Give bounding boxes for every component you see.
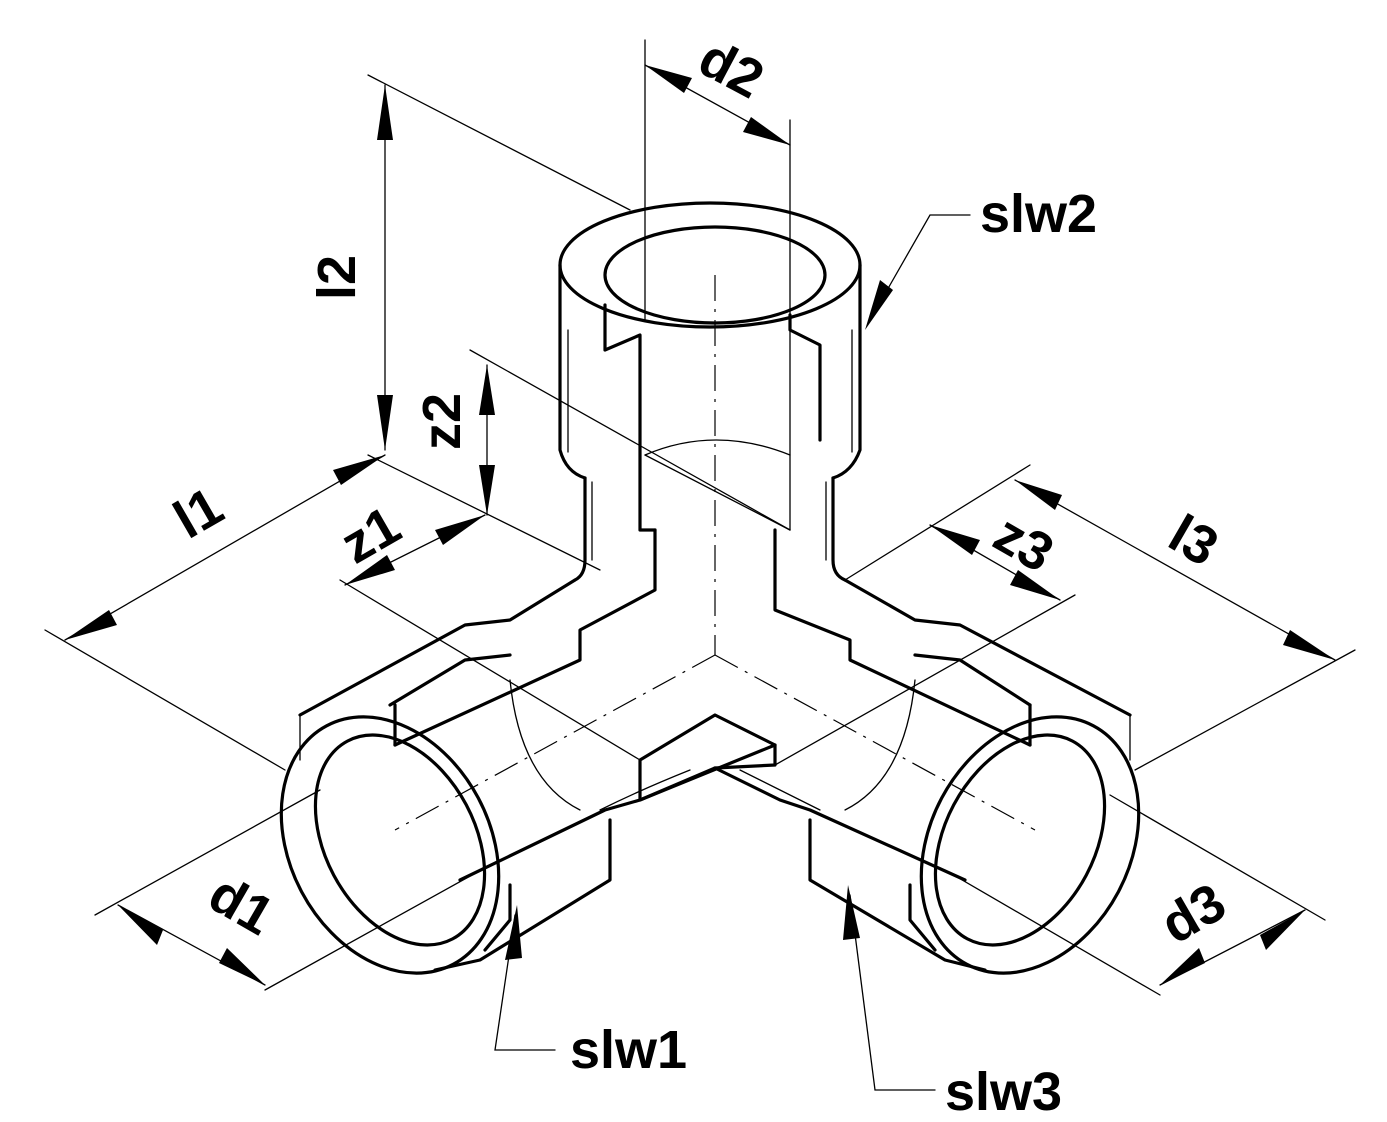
fitting-body <box>279 201 1141 975</box>
top-socket <box>558 201 862 582</box>
dimension-labels: d2 l2 z2 l1 z1 d1 l3 z3 d3 <box>164 28 1236 956</box>
dimension-lines <box>44 39 1356 996</box>
label-d3: d3 <box>1151 872 1236 955</box>
callout-leaders <box>494 214 971 1091</box>
center-lines <box>394 275 1036 831</box>
label-z2: z2 <box>412 393 472 450</box>
label-slw2: slw2 <box>980 184 1097 244</box>
label-slw3: slw3 <box>945 1062 1062 1122</box>
center-cut-section <box>393 528 1032 811</box>
label-l2: l2 <box>307 255 367 300</box>
callout-labels: slw2 slw1 slw3 <box>570 184 1097 1122</box>
left-socket <box>279 578 717 975</box>
label-slw1: slw1 <box>570 1020 687 1080</box>
label-z3: z3 <box>984 503 1063 583</box>
label-d1: d1 <box>199 863 284 946</box>
label-d2: d2 <box>689 28 773 111</box>
label-z1: z1 <box>331 495 410 575</box>
label-l1: l1 <box>164 476 233 550</box>
